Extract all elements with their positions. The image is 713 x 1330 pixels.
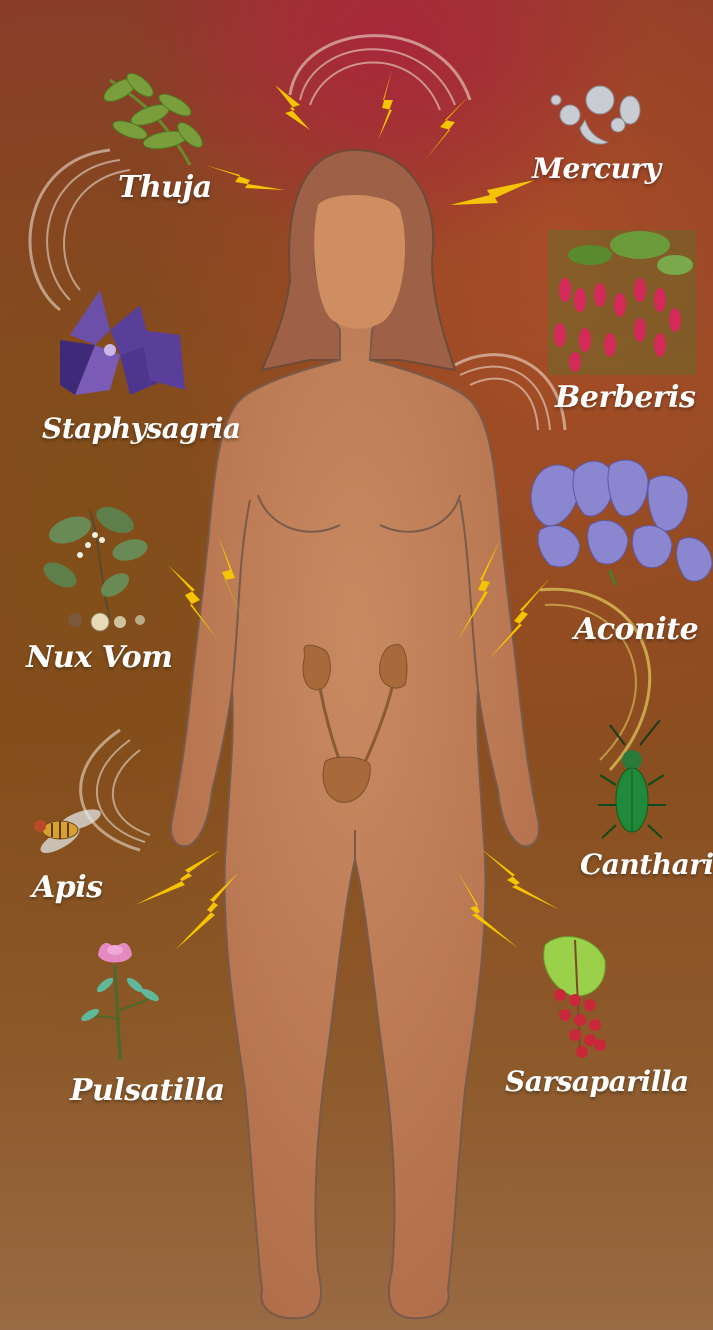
- label-apis: Apis: [32, 870, 103, 905]
- pulsatilla-flower-icon: [79, 943, 160, 1060]
- human-body-silhouette: [171, 150, 539, 1318]
- berberis-berries-icon: [548, 230, 696, 375]
- sarsaparilla-berries-icon: [544, 937, 606, 1058]
- mercury-drops-icon: [551, 86, 640, 144]
- label-aconite: Aconite: [574, 612, 698, 647]
- bee-icon: [34, 805, 103, 858]
- label-thuja: Thuja: [118, 170, 212, 205]
- label-nux-vom: Nux Vom: [26, 640, 172, 675]
- label-mercury: Mercury: [532, 152, 661, 185]
- nux-vomica-plant-icon: [39, 502, 150, 631]
- aconite-flower-icon: [531, 460, 712, 585]
- label-pulsatilla: Pulsatilla: [70, 1073, 225, 1108]
- label-staphysagria: Staphysagria: [42, 412, 241, 445]
- label-cantharis: Cantharis: [580, 848, 713, 881]
- thuja-leaf-icon: [100, 69, 206, 165]
- label-sarsaparilla: Sarsaparilla: [505, 1065, 689, 1098]
- staphysagria-flower-icon: [55, 285, 185, 400]
- label-berberis: Berberis: [555, 380, 695, 415]
